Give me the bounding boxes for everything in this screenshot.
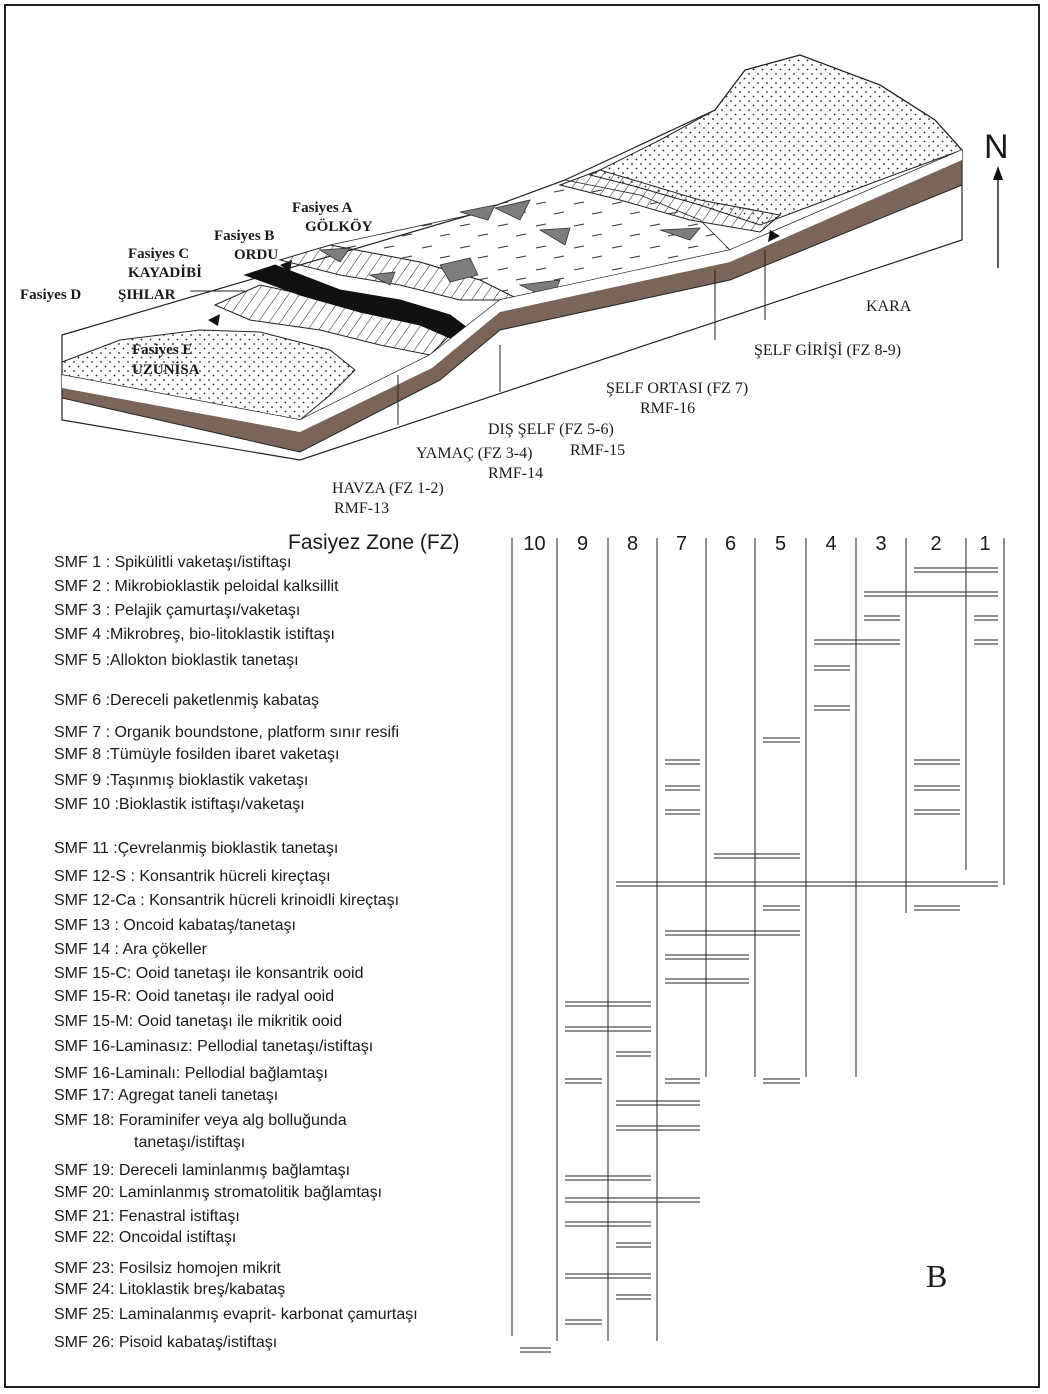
north-label: N [984,128,1009,166]
smf-row-label: SMF 14 : Ara çökeller [54,941,207,958]
smf-row-label: SMF 15-C: Ooid tanetaşı ile konsantrik o… [54,965,364,982]
smf-row-label: SMF 4 :Mikrobreş, bio-litoklastik istift… [54,626,335,643]
pointer-arrows [208,230,780,326]
fz-title: Fasiyez Zone (FZ) [288,531,460,554]
smf-row-label: SMF 23: Fosilsiz homojen mikrit [54,1260,281,1277]
facies-b-place: ORDU [234,247,279,263]
smf-row-label: SMF 5 :Allokton bioklastik tanetaşı [54,652,299,669]
smf-row-label: SMF 7 : Organik boundstone, platform sın… [54,724,400,741]
zone-yamac: YAMAÇ (FZ 3-4) [416,445,533,462]
smf-row-label: SMF 20: Laminlanmış stromatolitik bağlam… [54,1184,383,1201]
smf-row-label: SMF 11 :Çevrelanmiş bioklastik tanetaşı [54,840,339,857]
smf-row-label: SMF 16-Laminasız: Pellodial tanetaşı/ist… [54,1038,374,1055]
smf-row-label: SMF 10 :Bioklastik istiftaşı/vaketaşı [54,796,305,813]
panel-letter: B [926,1258,948,1294]
smf-row-label-cont: tanetaşı/istiftaşı [134,1134,246,1151]
smf-row-label: SMF 9 :Taşınmış bioklastik vaketaşı [54,772,309,789]
smf-row-label: SMF 17: Agregat taneli tanetaşı [54,1087,279,1104]
fz-column-10: 10 [523,533,546,555]
smf-row-label: SMF 6 :Dereceli paketlenmiş kabataş [54,692,319,709]
zone-self-ortasi: ŞELF ORTASI (FZ 7) [606,380,749,397]
facies-c-name: Fasiyes C [128,246,190,262]
fz-column-9: 9 [576,533,589,555]
zone-self-ortasi-rmf: RMF-16 [640,400,696,417]
smf-row-label: SMF 24: Litoklastik breş/kabataş [54,1281,286,1298]
smf-row-label: SMF 12-S : Konsantrik hücreli kireçtaşı [54,868,331,885]
facies-a-name: Fasiyes A [292,200,353,216]
smf-row-label: SMF 25: Laminalanmış evaprit- karbonat ç… [54,1306,418,1323]
block-diagram [61,54,1003,461]
fz-column-1: 1 [979,533,991,555]
fz-column-6: 6 [724,533,737,555]
facies-b-name: Fasiyes B [214,228,275,244]
fz-column-8: 8 [626,533,639,555]
zone-havza-rmf: RMF-13 [334,500,390,517]
smf-row-label: SMF 8 :Tümüyle fosilden ibaret vaketaşı [54,746,340,763]
smf-row-label: SMF 18: Foraminifer veya alg bolluğunda [54,1112,347,1129]
zone-kara: KARA [866,298,912,315]
smf-row-label: SMF 12-Ca : Konsantrik hücreli krinoidli… [54,892,400,909]
fz-column-5: 5 [774,533,787,555]
smf-row-label: SMF 22: Oncoidal istiftaşı [54,1229,237,1246]
smf-row-label: SMF 13 : Oncoid kabataş/tanetaşı [54,917,296,934]
smf-row-label: SMF 3 : Pelajik çamurtaşı/vaketaşı [54,602,301,619]
smf-row-label: SMF 21: Fenastral istiftaşı [54,1208,240,1225]
facies-d-name: Fasiyes D [20,287,82,303]
land-dotted [588,54,963,226]
facies-a-place: GÖLKÖY [305,219,373,235]
zone-yamac-rmf: RMF-14 [488,465,544,482]
zone-self-girisi: ŞELF GİRİŞİ (FZ 8-9) [754,342,902,359]
fz-column-7: 7 [675,533,688,555]
zone-dis-self-rmf: RMF-15 [570,442,626,459]
facies-c-place: KAYADİBİ [128,265,202,281]
facies-d-place: ŞIHLAR [118,287,176,303]
smf-row-label: SMF 2 : Mikrobioklastik peloidal kalksil… [54,578,339,595]
smf-row-label: SMF 26: Pisoid kabataş/istiftaşı [54,1334,278,1351]
fz-column-2: 2 [930,533,942,555]
smf-row-label: SMF 16-Laminalı: Pellodial bağlamtaşı [54,1065,328,1082]
zone-havza: HAVZA (FZ 1-2) [332,480,444,497]
fz-column-4: 4 [825,533,837,555]
smf-row-label: SMF 1 : Spikülitli vaketaşı/istiftaşı [54,554,292,571]
fz-column-3: 3 [875,533,887,555]
facies-e-place: UZUNİSA [132,362,200,378]
smf-row-label: SMF 19: Dereceli laminlanmış bağlamtaşı [54,1162,351,1179]
smf-row-label: SMF 15-M: Ooid tanetaşı ile mikritik ooi… [54,1013,343,1030]
zone-dividers [397,250,766,425]
facies-e-name: Fasiyes E [132,342,193,358]
zone-dis-self: DIŞ ŞELF (FZ 5-6) [488,421,614,438]
north-arrow-head [993,166,1003,180]
smf-row-label: SMF 15-R: Ooid tanetaşı ile radyal ooid [54,988,335,1005]
